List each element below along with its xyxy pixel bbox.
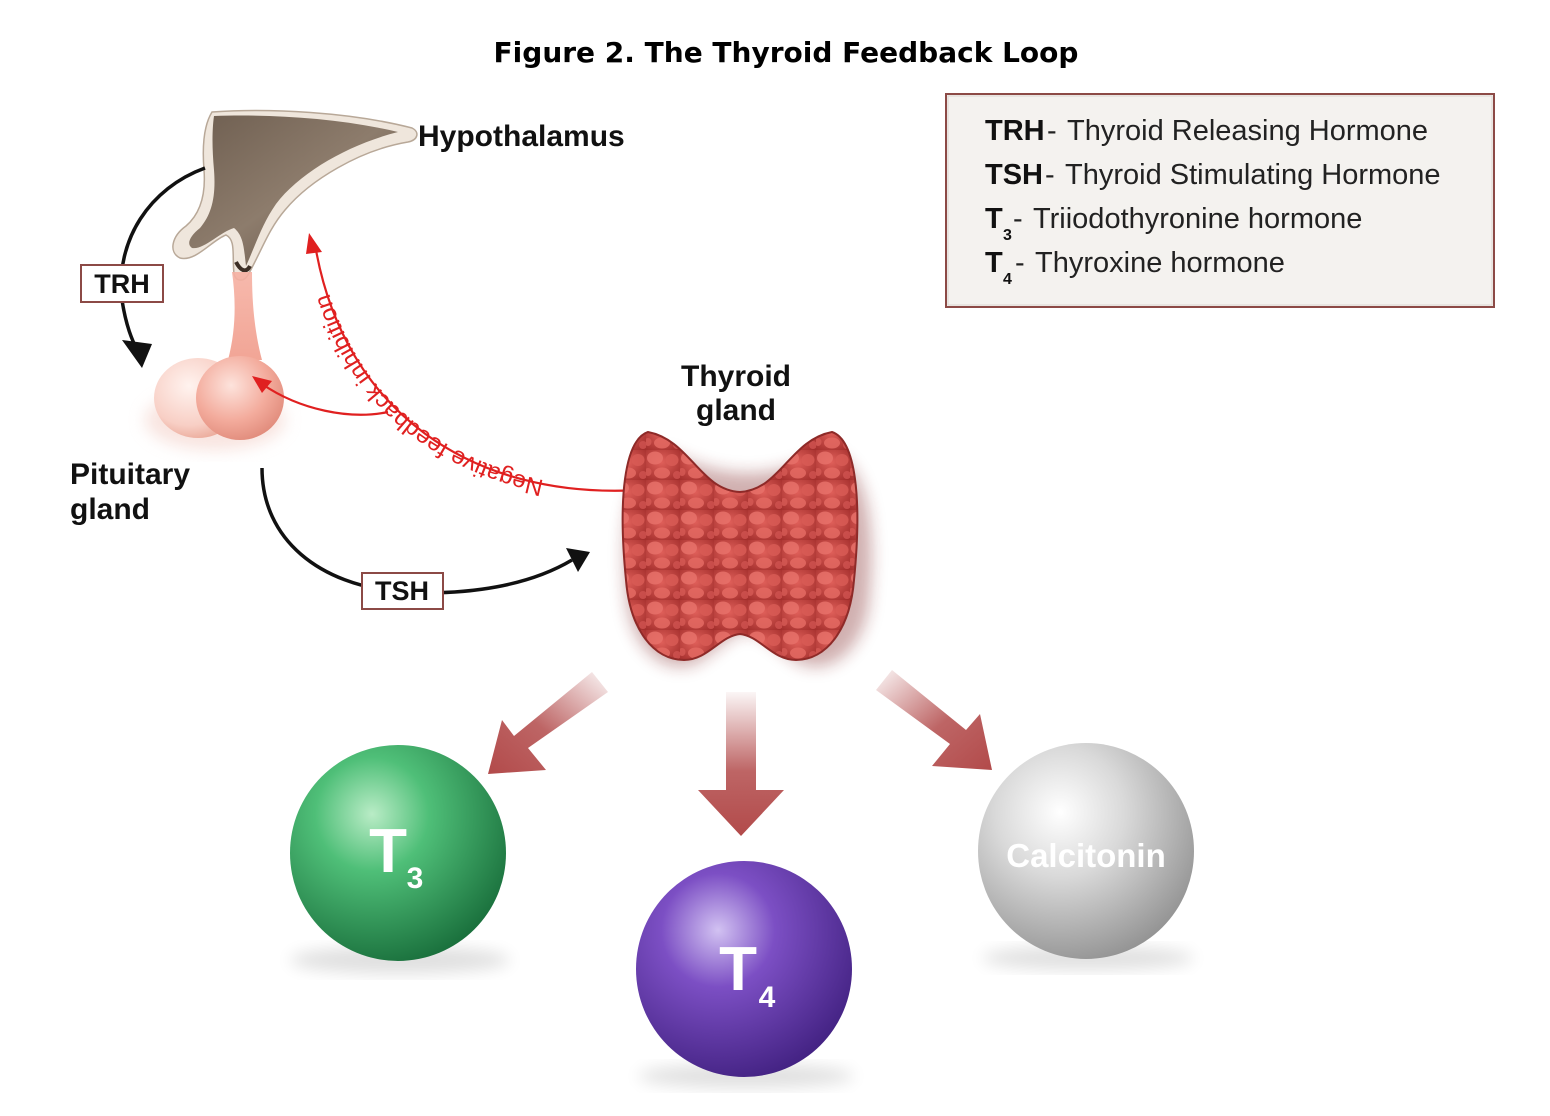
t3-main: T xyxy=(369,817,407,886)
pituitary-illustration xyxy=(145,272,285,450)
feedback-arrowhead-hypothalamus xyxy=(306,233,322,254)
arrow-to-t4 xyxy=(698,692,784,836)
legend-definition: Triiodothyronine hormone xyxy=(1033,203,1362,235)
negative-feedback-text: Negative feedback inhibition xyxy=(309,291,546,501)
tsh-box: TSH xyxy=(361,572,444,610)
negative-feedback-label: Negative feedback inhibition xyxy=(309,291,546,501)
trh-arrowhead xyxy=(122,340,152,368)
legend-separator: - xyxy=(1045,159,1055,191)
legend-row-t4: T 4 - Thyroxine hormone xyxy=(985,247,1285,288)
negative-feedback-arrow-to-hypothalamus xyxy=(314,249,641,492)
legend-subscript: 3 xyxy=(1003,227,1012,244)
pituitary-label-line2: gland xyxy=(70,493,150,526)
t4-subscript: 4 xyxy=(759,981,776,1014)
legend-row-t3: T 3 - Triiodothyronine hormone xyxy=(985,203,1362,244)
arrow-to-t3 xyxy=(488,672,608,774)
trh-box: TRH xyxy=(80,264,164,303)
thyroid-label-line2: gland xyxy=(696,394,776,427)
legend-abbr: T xyxy=(985,203,1003,235)
legend-separator: - xyxy=(1015,247,1025,279)
feedback-arrowhead-pituitary xyxy=(252,376,272,393)
calcitonin-sphere: Calcitonin xyxy=(978,743,1194,970)
legend-box: TRH - Thyroid Releasing Hormone TSH - Th… xyxy=(945,93,1495,308)
legend-abbr: TSH xyxy=(985,159,1043,191)
t4-main: T xyxy=(719,935,757,1004)
calcitonin-label: Calcitonin xyxy=(1006,837,1166,874)
t3-sphere: T 3 xyxy=(290,745,510,974)
legend-subscript: 4 xyxy=(1003,271,1012,288)
figure-title: Figure 2. The Thyroid Feedback Loop xyxy=(494,36,1079,69)
legend-definition: Thyroid Releasing Hormone xyxy=(1067,115,1428,147)
legend-separator: - xyxy=(1047,115,1057,147)
t4-sphere: T 4 xyxy=(636,861,854,1088)
t3-subscript: 3 xyxy=(407,862,424,895)
legend-abbr: T xyxy=(985,247,1003,279)
legend-row-trh: TRH - Thyroid Releasing Hormone xyxy=(985,115,1428,147)
legend-separator: - xyxy=(1013,203,1023,235)
hypothalamus-illustration xyxy=(172,109,418,281)
thyroid-label-line1: Thyroid xyxy=(681,360,791,393)
hypothalamus-label: Hypothalamus xyxy=(418,120,625,153)
legend-abbr: TRH xyxy=(985,115,1045,147)
trh-arrow xyxy=(119,166,206,353)
legend-definition: Thyroxine hormone xyxy=(1035,247,1285,279)
legend-row-tsh: TSH - Thyroid Stimulating Hormone xyxy=(985,159,1441,191)
tsh-arrowhead xyxy=(566,548,590,572)
legend-definition: Thyroid Stimulating Hormone xyxy=(1065,159,1441,191)
svg-text:TSH: TSH xyxy=(375,576,429,606)
negative-feedback-arrow-to-pituitary xyxy=(261,383,389,416)
pituitary-label-line1: Pituitary xyxy=(70,458,190,491)
arrow-to-calcitonin xyxy=(876,670,992,770)
svg-text:TRH: TRH xyxy=(94,269,150,299)
thyroid-illustration xyxy=(621,430,872,667)
